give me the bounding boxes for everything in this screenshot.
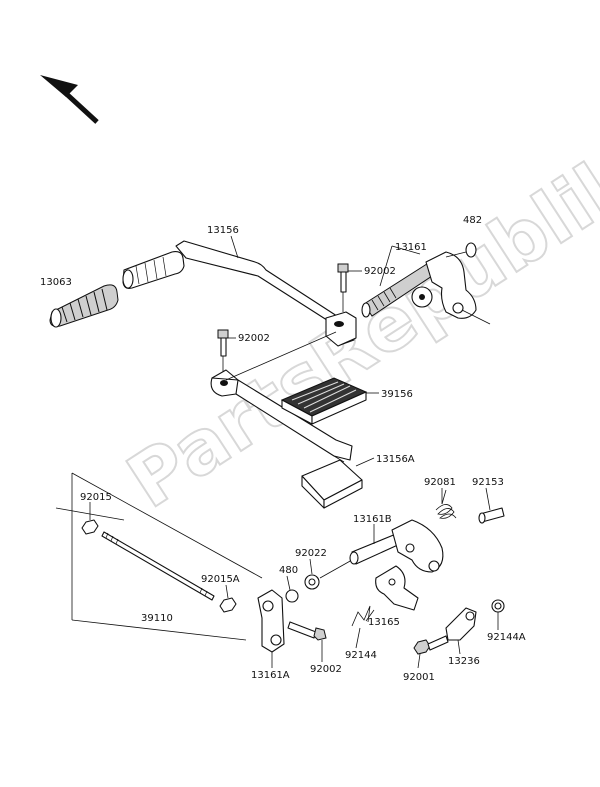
label-39156: 39156 [381,389,413,400]
pedal-pad [280,377,368,425]
shift-link [257,589,285,653]
label-92015: 92015 [80,492,112,503]
label-92153: 92153 [472,477,504,488]
label-92144: 92144 [345,650,377,661]
nut-92015 [81,519,99,535]
guide-plate [375,565,419,611]
label-13236: 13236 [448,656,480,667]
stopper-arm [445,607,477,641]
label-13165: 13165 [368,617,400,628]
oil-seal [465,242,477,258]
label-92001: 92001 [403,672,435,683]
brake-pedal [210,369,363,509]
pin-92153 [478,507,505,524]
spring-92081 [435,489,457,519]
label-92002-lower: 92002 [310,664,342,675]
label-13161B: 13161B [353,514,392,525]
label-92081: 92081 [424,477,456,488]
bolt-lower [287,621,327,652]
exploded-frame [55,472,263,641]
nut-92015A [219,597,237,613]
label-92015A: 92015A [201,574,240,585]
label-39110: 39110 [141,613,173,624]
label-92002-middle: 92002 [238,333,270,344]
shift-lever [175,240,357,347]
tie-rod [101,531,215,601]
label-13161A: 13161A [251,670,290,681]
spring-92144 [351,605,371,627]
spring-92144A [491,599,505,613]
label-13161: 13161 [395,242,427,253]
label-92144A: 92144A [487,632,526,643]
label-482: 482 [463,215,482,226]
label-13063: 13063 [40,277,72,288]
bolt-92001 [413,635,449,655]
label-13156A: 13156A [376,454,415,465]
label-92022: 92022 [295,548,327,559]
label-13156: 13156 [207,225,239,236]
lever-peg-rubber [122,251,185,289]
shift-shaft-lower [349,519,444,573]
circlip [285,589,299,603]
bolt-brake-pedal [217,329,229,372]
label-480: 480 [279,565,298,576]
shift-shaft [361,251,491,325]
orientation-arrow-icon [40,75,99,124]
leader-lines [89,235,499,669]
bolt-upper [337,263,349,312]
label-92002-upper: 92002 [364,266,396,277]
footpeg-rubber [49,284,119,328]
